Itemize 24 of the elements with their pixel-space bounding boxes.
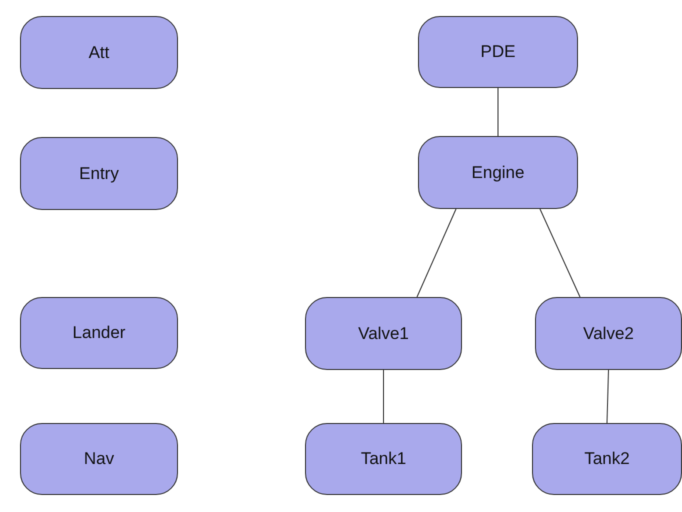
rounded-box (418, 136, 578, 209)
node-label: Engine (472, 162, 524, 182)
connector-line (606, 370, 609, 424)
node-label: Tank1 (360, 449, 406, 469)
node-label: Entry (79, 164, 119, 184)
node-label: Tank2 (584, 449, 630, 469)
node-label: Valve2 (583, 324, 634, 344)
rounded-box (535, 297, 682, 370)
rounded-box (532, 423, 682, 495)
node-label: PDE (480, 42, 516, 62)
node-label: Nav (84, 449, 114, 469)
rounded-box (20, 137, 178, 210)
rounded-box (20, 297, 178, 369)
rounded-box (20, 16, 178, 89)
rounded-box (418, 16, 578, 88)
connector-line (383, 370, 384, 424)
node-label: Valve1 (358, 324, 409, 344)
rounded-box (20, 423, 178, 495)
node-label: Lander (72, 323, 126, 343)
connector-line (540, 208, 580, 298)
rounded-box (305, 423, 462, 495)
node-label: Att (88, 42, 110, 62)
rounded-box (305, 297, 462, 370)
connector-line (416, 208, 456, 298)
